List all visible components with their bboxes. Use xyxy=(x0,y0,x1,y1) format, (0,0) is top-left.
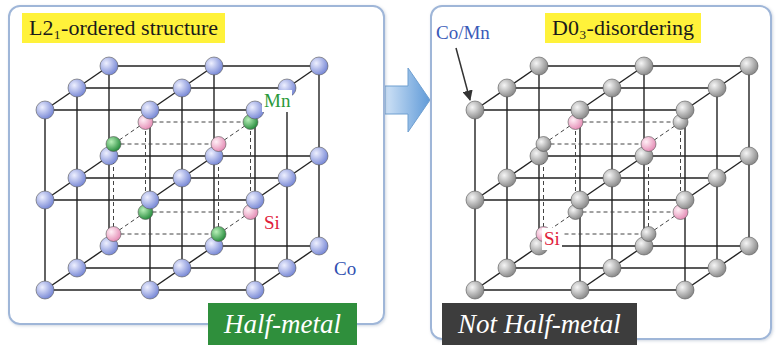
corner-atom xyxy=(740,237,758,255)
sublattice-edge xyxy=(146,212,251,213)
inner-atom xyxy=(641,227,656,242)
structure-tag: L2₁-ordered structure xyxy=(22,13,225,43)
verdict-badge: Not Half-metal xyxy=(442,303,637,345)
sublattice-edge xyxy=(114,234,219,235)
corner-atom xyxy=(173,79,191,97)
corner-atom xyxy=(498,169,516,187)
corner-atom xyxy=(141,191,159,209)
corner-atom xyxy=(571,281,589,299)
lattice-edge xyxy=(580,66,644,110)
corner-atom xyxy=(603,259,621,277)
inner-atom xyxy=(536,137,551,152)
atom-label: Co xyxy=(332,258,358,280)
sublattice-edge xyxy=(576,122,681,123)
corner-atom xyxy=(68,259,86,277)
verdict-badge: Half-metal xyxy=(208,303,357,345)
corner-atom xyxy=(708,79,726,97)
corner-atom xyxy=(173,169,191,187)
corner-atom xyxy=(603,169,621,187)
corner-atom xyxy=(603,79,621,97)
sublattice-edge xyxy=(114,144,219,145)
corner-atom xyxy=(205,57,223,75)
caption-text: Half-metal xyxy=(224,307,341,341)
corner-atom xyxy=(68,79,86,97)
atom-label: Mn xyxy=(262,90,292,112)
inner-atom xyxy=(211,137,226,152)
corner-atom xyxy=(36,281,54,299)
lattice-edge xyxy=(685,66,749,110)
corner-atom xyxy=(36,101,54,119)
sublattice-edge xyxy=(576,212,681,213)
corner-atom xyxy=(740,147,758,165)
caption-text: Not Half-metal xyxy=(458,307,621,341)
corner-atom xyxy=(676,191,694,209)
transition-arrow xyxy=(385,68,430,132)
corner-atom xyxy=(68,169,86,187)
corner-atom xyxy=(571,101,589,119)
caption-text: L2₁-ordered structure xyxy=(29,14,218,42)
corner-atom xyxy=(100,57,118,75)
corner-atom xyxy=(278,169,296,187)
l21-lattice xyxy=(36,57,328,299)
corner-atom xyxy=(310,237,328,255)
corner-atom xyxy=(278,259,296,277)
structure-panel: MnSiCoL2₁-ordered structureHalf-metal xyxy=(8,5,385,325)
corner-atom xyxy=(708,259,726,277)
inner-atom xyxy=(106,227,121,242)
structure-tag: D0₃-disordering xyxy=(545,13,701,43)
corner-atom xyxy=(246,191,264,209)
corner-atom xyxy=(708,169,726,187)
d03-lattice xyxy=(466,57,758,299)
inner-atom xyxy=(106,137,121,152)
atom-label: Co/Mn xyxy=(434,22,492,44)
corner-atom xyxy=(310,57,328,75)
corner-atom xyxy=(141,281,159,299)
sublattice-edge xyxy=(146,122,251,123)
lattice-edge xyxy=(150,66,214,110)
corner-atom xyxy=(498,79,516,97)
corner-atom xyxy=(530,57,548,75)
corner-atom xyxy=(635,57,653,75)
corner-atom xyxy=(466,281,484,299)
atom-label: Si xyxy=(262,212,282,234)
corner-atom xyxy=(676,101,694,119)
corner-atom xyxy=(498,259,516,277)
leader-line xyxy=(456,48,470,100)
corner-atom xyxy=(246,281,264,299)
corner-atom xyxy=(571,191,589,209)
sublattice-edge xyxy=(544,144,649,145)
structure-panel: Co/MnSi D0₃-disorderingNot Half-metal xyxy=(430,5,772,340)
corner-atom xyxy=(740,57,758,75)
corner-atom xyxy=(676,281,694,299)
atom-label: Si xyxy=(542,228,562,250)
corner-atom xyxy=(141,101,159,119)
corner-atom xyxy=(36,191,54,209)
inner-atom xyxy=(211,227,226,242)
corner-atom xyxy=(173,259,191,277)
corner-atom xyxy=(310,147,328,165)
caption-text: D0₃-disordering xyxy=(552,14,694,42)
inner-atom xyxy=(641,137,656,152)
corner-atom xyxy=(466,191,484,209)
corner-atom xyxy=(466,101,484,119)
